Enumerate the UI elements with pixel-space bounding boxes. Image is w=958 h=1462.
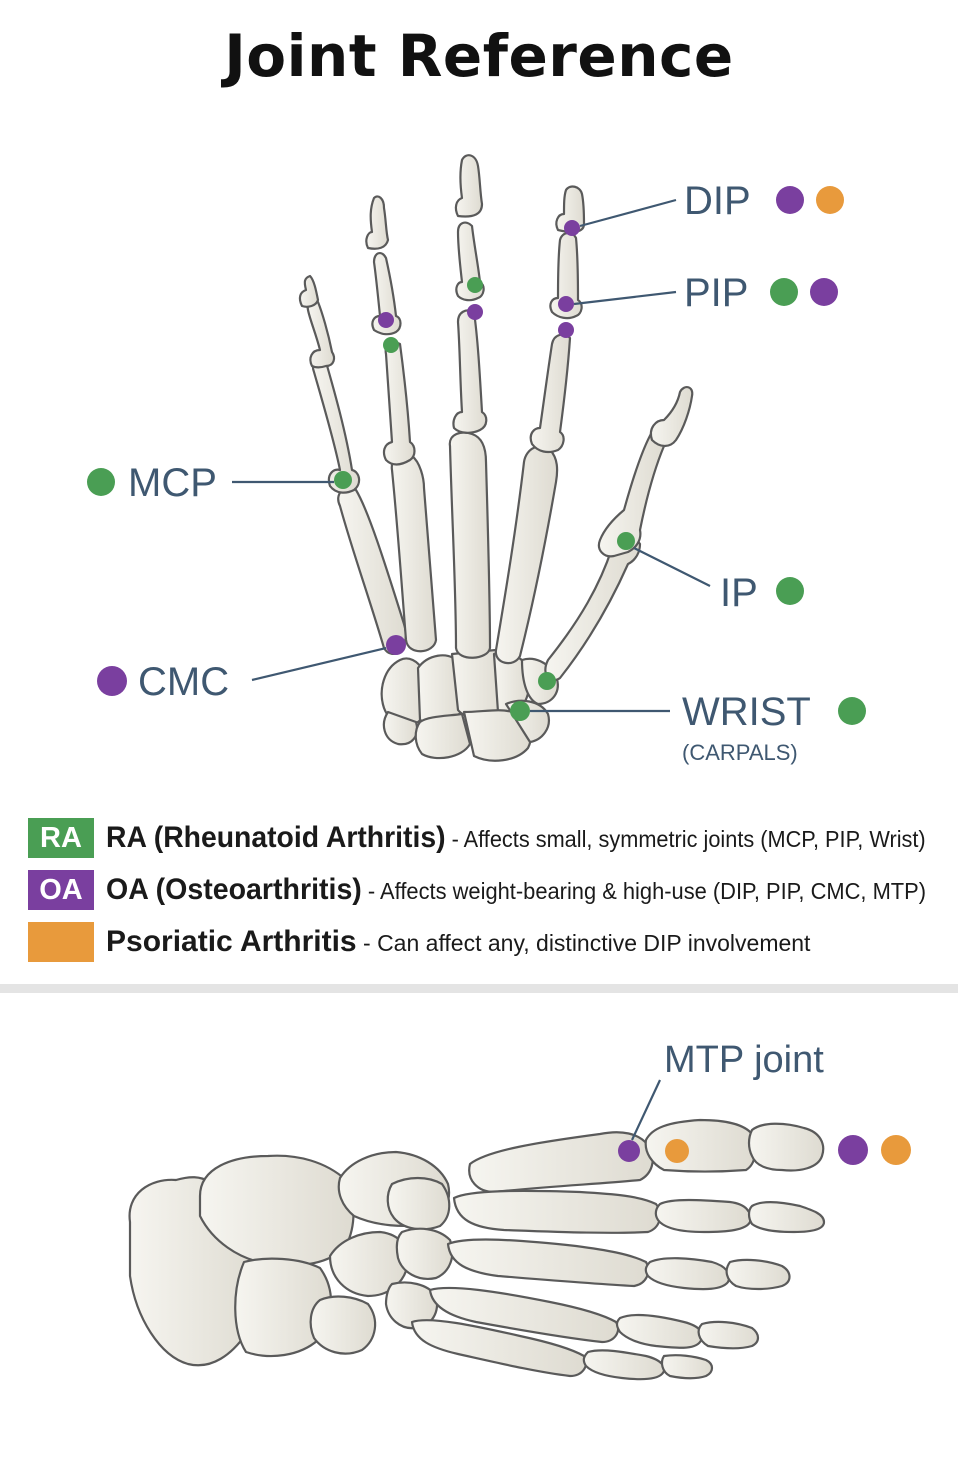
- legend-desc: - Affects weight-bearing & high-use (DIP…: [361, 878, 927, 904]
- mtp-label: MTP joint: [664, 1039, 824, 1081]
- right-finger-bones: [494, 185, 586, 665]
- legend-row-ra: RA RA (Rheunatoid Arthritis) - Affects s…: [28, 814, 933, 866]
- mtp-leader-line: [631, 1079, 661, 1141]
- ra-badge: RA: [28, 818, 94, 858]
- psa-badge: [28, 922, 94, 962]
- foot-oa-marker: [838, 1135, 868, 1165]
- legend-name: RA (Rheunatoid Arthritis): [106, 821, 446, 854]
- ip-label: IP: [720, 571, 758, 615]
- ip-ra-marker: [776, 577, 804, 605]
- thumb-bones: [544, 386, 694, 682]
- dip-psa-marker: [816, 186, 844, 214]
- cmc-label: CMC: [138, 660, 229, 704]
- pip-oa-marker: [810, 278, 838, 306]
- pip-ra-marker: [770, 278, 798, 306]
- legend-desc: - Affects small, symmetric joints (MCP, …: [445, 826, 926, 852]
- pip-label: PIP: [684, 271, 748, 315]
- foot-psa-marker: [881, 1135, 911, 1165]
- legend-text-psa: Psoriatic Arthritis - Can affect any, di…: [106, 922, 810, 967]
- legend-text-oa: OA (Osteoarthritis) - Affects weight-bea…: [106, 870, 926, 915]
- cmc-oa-marker: [97, 666, 127, 696]
- dip-oa-marker: [776, 186, 804, 214]
- oa-badge: OA: [28, 870, 94, 910]
- wrist-sublabel: (CARPALS): [682, 740, 798, 765]
- legend-name: Psoriatic Arthritis: [106, 925, 357, 958]
- mcp-ra-marker: [87, 468, 115, 496]
- hand-leader-lines: [232, 198, 711, 713]
- mcp-label: MCP: [128, 461, 217, 505]
- center-finger-bones: [448, 154, 492, 659]
- dip-label: DIP: [684, 179, 751, 223]
- middle-finger-bones: [365, 195, 438, 653]
- page-title: Joint Reference: [224, 22, 734, 90]
- legend-row-oa: OA OA (Osteoarthritis) - Affects weight-…: [28, 866, 933, 918]
- foot-skeleton: [128, 1118, 826, 1381]
- legend-row-psa: Psoriatic Arthritis - Can affect any, di…: [28, 918, 933, 970]
- wrist-ra-marker: [838, 697, 866, 725]
- legend-name: OA (Osteoarthritis): [106, 873, 362, 906]
- index-finger-bones: [298, 274, 407, 655]
- legend: RA RA (Rheunatoid Arthritis) - Affects s…: [28, 814, 933, 970]
- mtp-oa-marker: [618, 1140, 640, 1162]
- hand-joint-markers: [334, 220, 635, 721]
- hand-skeleton: [298, 154, 694, 762]
- section-divider: [0, 984, 958, 993]
- legend-desc: - Can affect any, distinctive DIP involv…: [356, 930, 811, 956]
- carpal-bones: [380, 648, 559, 762]
- wrist-label: WRIST: [682, 690, 811, 734]
- legend-text-ra: RA (Rheunatoid Arthritis) - Affects smal…: [106, 818, 926, 863]
- mtp-psa-marker: [665, 1139, 689, 1163]
